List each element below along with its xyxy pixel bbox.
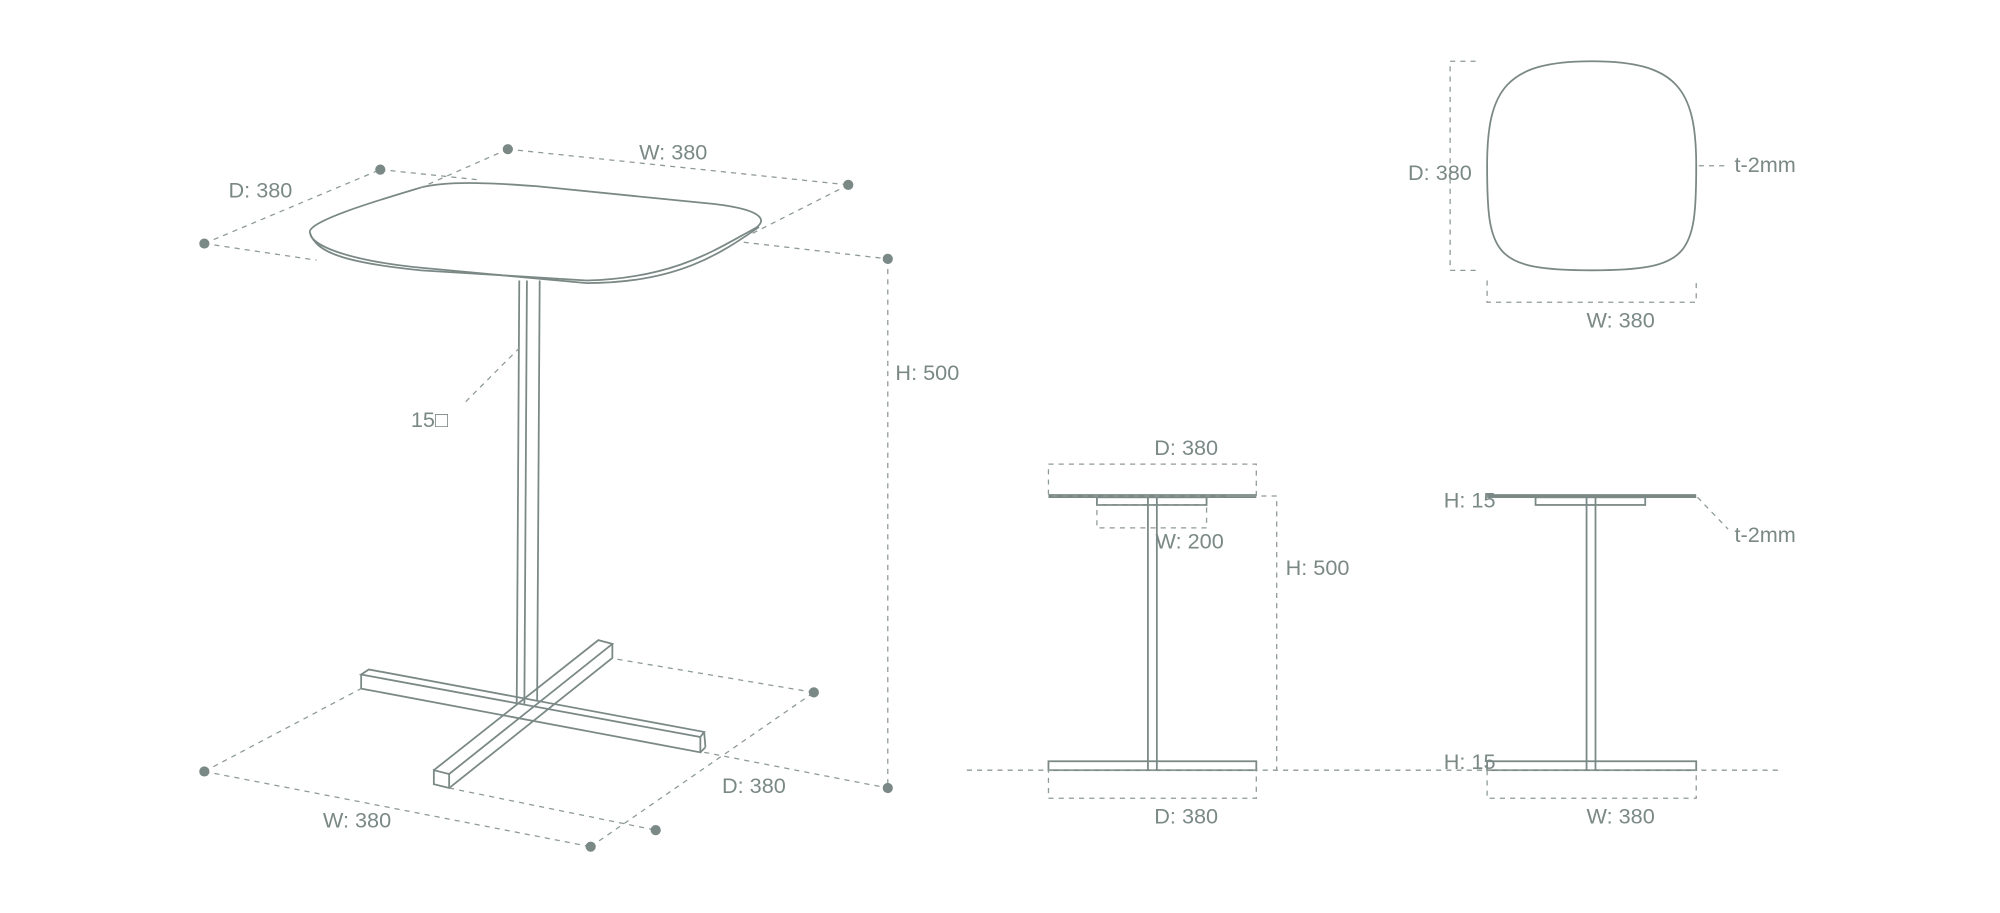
side-base-depth-label: D: 380 — [1154, 804, 1218, 829]
side-base-width-label: W: 380 — [1587, 804, 1655, 829]
dimension-lines — [204, 148, 889, 848]
top-view: D: 380 W: 380 t-2mm — [1408, 60, 1796, 333]
tabletop-edge — [309, 226, 760, 284]
isometric-view: D: 380 W: 380 H: 500 15□ W: 380 D: 380 — [199, 139, 959, 852]
top-thickness-label: t-2mm — [1734, 152, 1795, 177]
dimension-dots — [199, 144, 893, 852]
base-cross — [358, 639, 707, 790]
pole — [515, 280, 541, 704]
iso-top-depth-label: D: 380 — [229, 178, 293, 203]
side-thickness-label: t-2mm — [1734, 522, 1795, 547]
tabletop-surface — [309, 182, 762, 282]
side-top-height-label: H: 15 — [1444, 488, 1496, 513]
side-base-height-label: H: 15 — [1444, 749, 1496, 774]
side-bracket-width-label: W: 200 — [1156, 528, 1224, 553]
side-view-depth: D: 380 W: 200 H: 500 D: 380 — [1047, 435, 1350, 829]
side-height-label: H: 500 — [1286, 555, 1350, 580]
top-depth-label: D: 380 — [1408, 160, 1472, 185]
iso-pole-size-label: 15□ — [411, 407, 448, 432]
tabletop-outline — [1486, 60, 1698, 272]
iso-height-label: H: 500 — [895, 360, 959, 385]
side-view-width: H: 15 H: 15 t-2mm W: 380 — [1444, 488, 1796, 829]
side-top-depth-label: D: 380 — [1154, 435, 1218, 460]
iso-top-width-label: W: 380 — [639, 139, 707, 164]
top-width-label: W: 380 — [1587, 308, 1655, 333]
iso-base-depth-label: D: 380 — [722, 773, 786, 798]
iso-base-width-label: W: 380 — [323, 808, 391, 833]
